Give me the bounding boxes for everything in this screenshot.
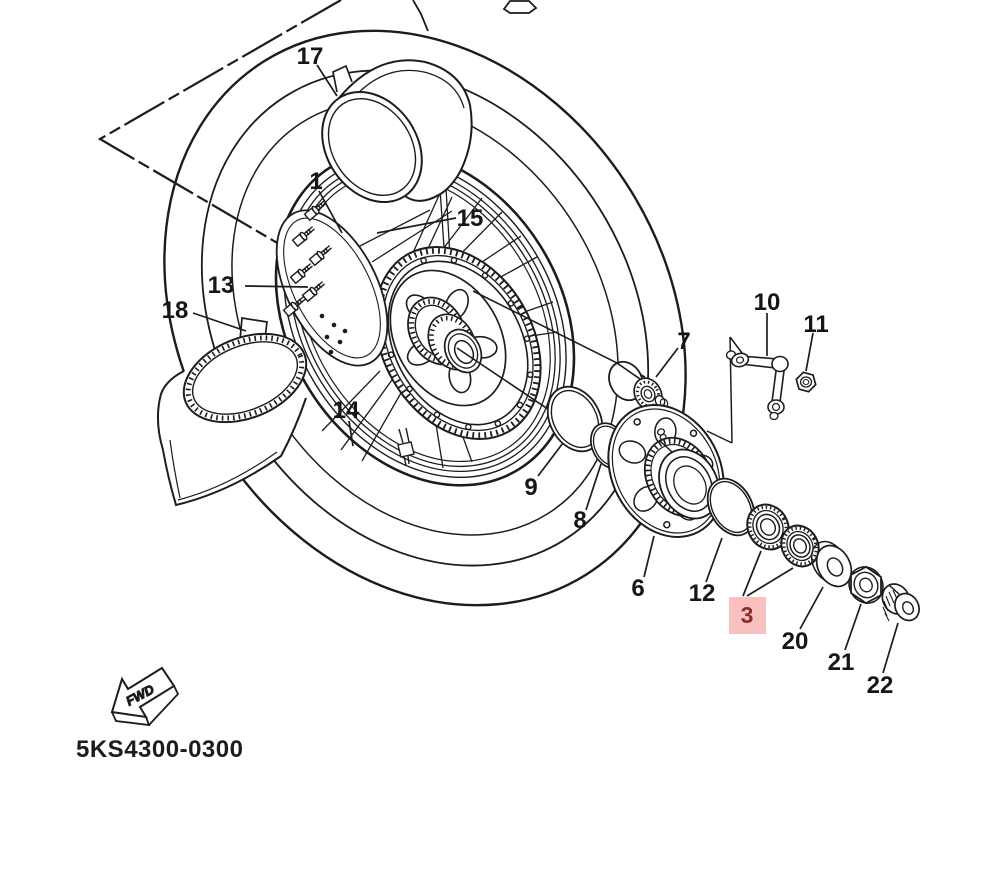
cover-left <box>157 317 308 507</box>
panel-bolts <box>282 200 332 318</box>
o-ring-9 <box>546 385 604 453</box>
sprocket-hub-6 <box>607 336 743 538</box>
flange-nut-21 <box>848 565 884 605</box>
highlight-box <box>729 597 766 634</box>
callout-11[interactable]: 11 <box>803 311 828 338</box>
axle-nut-22 <box>881 583 920 622</box>
torque-link-10 <box>725 350 789 421</box>
top-edge-fragments <box>412 0 538 32</box>
callout-8[interactable]: 8 <box>573 507 586 534</box>
callout-12[interactable]: 12 <box>689 580 716 607</box>
callout-1[interactable]: 1 <box>309 168 322 195</box>
detail-view-guides <box>97 0 342 259</box>
callout-15[interactable]: 15 <box>457 205 484 232</box>
axle-spacers <box>407 296 483 374</box>
callout-17[interactable]: 17 <box>297 43 324 70</box>
callout-22[interactable]: 22 <box>867 672 894 699</box>
part-code-label: 5KS4300-0300 <box>76 736 243 763</box>
callout-21[interactable]: 21 <box>828 649 855 676</box>
valve-cap-icon <box>502 0 538 14</box>
callout-3-highlighted[interactable]: 3 <box>741 602 754 628</box>
callout-leaders <box>192 64 899 674</box>
washer-20 <box>810 540 853 588</box>
callout-14[interactable]: 14 <box>333 397 360 424</box>
callout-20[interactable]: 20 <box>782 628 809 655</box>
callout-labels: 17 1 15 13 18 14 10 11 7 9 8 6 12 3 20 2… <box>162 43 894 699</box>
bearing-3a <box>746 503 790 551</box>
callout-10[interactable]: 10 <box>754 289 781 316</box>
o-ring-12 <box>706 477 756 537</box>
callout-13[interactable]: 13 <box>208 272 235 299</box>
callout-9[interactable]: 9 <box>524 474 537 501</box>
fwd-arrow: FWD <box>110 666 180 727</box>
nut-11 <box>795 371 817 393</box>
callout-6[interactable]: 6 <box>631 575 644 602</box>
bearing-3b <box>780 524 820 568</box>
callout-18[interactable]: 18 <box>162 297 189 324</box>
cover-top <box>321 59 473 204</box>
callout-7[interactable]: 7 <box>677 328 690 355</box>
valve-stem <box>397 427 415 466</box>
